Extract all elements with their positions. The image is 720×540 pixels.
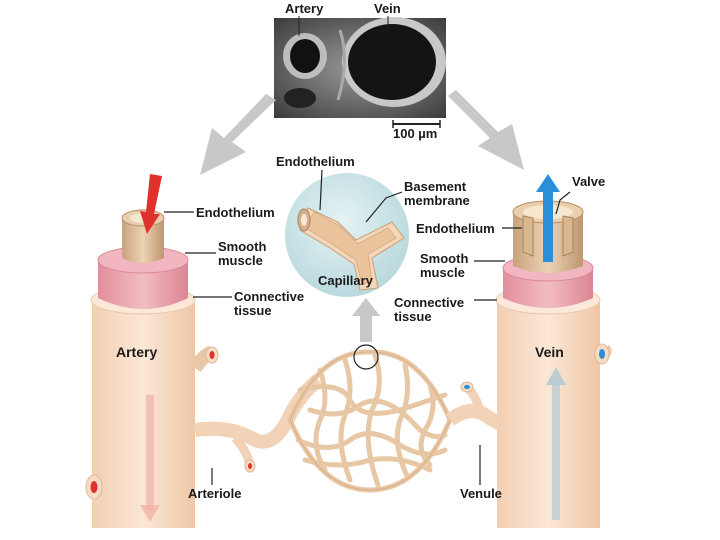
venule-label: Venule [460, 486, 502, 501]
venous-flow-arrow-icon [536, 174, 560, 262]
artery-endothelium-label: Endothelium [196, 205, 275, 220]
artery-smooth-muscle-label: Smooth muscle [218, 239, 267, 268]
vein-smooth-muscle-label: Smooth muscle [420, 251, 469, 280]
capillary-highlight-circle [353, 344, 379, 370]
scale-bar-label: 100 µm [393, 126, 438, 141]
arrow-to-vein-icon [448, 90, 524, 170]
leader-lines [164, 169, 571, 485]
capillary-bed [287, 349, 453, 493]
artery-connective-tissue-label: Connective tissue [234, 289, 305, 318]
vein-valve-label: Valve [572, 174, 606, 189]
micrograph-artery-label: Artery [285, 1, 324, 16]
arrow-to-artery-icon [200, 94, 276, 175]
vein-connective-tissue-label: Connective tissue [394, 295, 465, 324]
vein-endothelium-label: Endothelium [416, 221, 495, 236]
capillary-bed-outline [289, 351, 451, 491]
basement-membrane-label: Basement membrane [404, 179, 470, 208]
arterial-flow-arrow-icon [140, 174, 162, 234]
scale-bar [392, 120, 441, 128]
arrow-to-capillary-inset-icon [352, 298, 380, 342]
micrograph-vein-label: Vein [374, 1, 401, 16]
vein-vessel [495, 174, 612, 528]
capillary-inset [285, 173, 409, 297]
artery-vessel [85, 174, 219, 528]
arteriole [194, 374, 323, 473]
capillary-label: Capillary [318, 273, 373, 288]
micrograph [274, 17, 446, 118]
capillary-endothelium-label: Endothelium [276, 154, 355, 169]
artery-label: Artery [116, 344, 158, 360]
arteriole-label: Arteriole [188, 486, 242, 501]
vein-label: Vein [535, 344, 564, 360]
